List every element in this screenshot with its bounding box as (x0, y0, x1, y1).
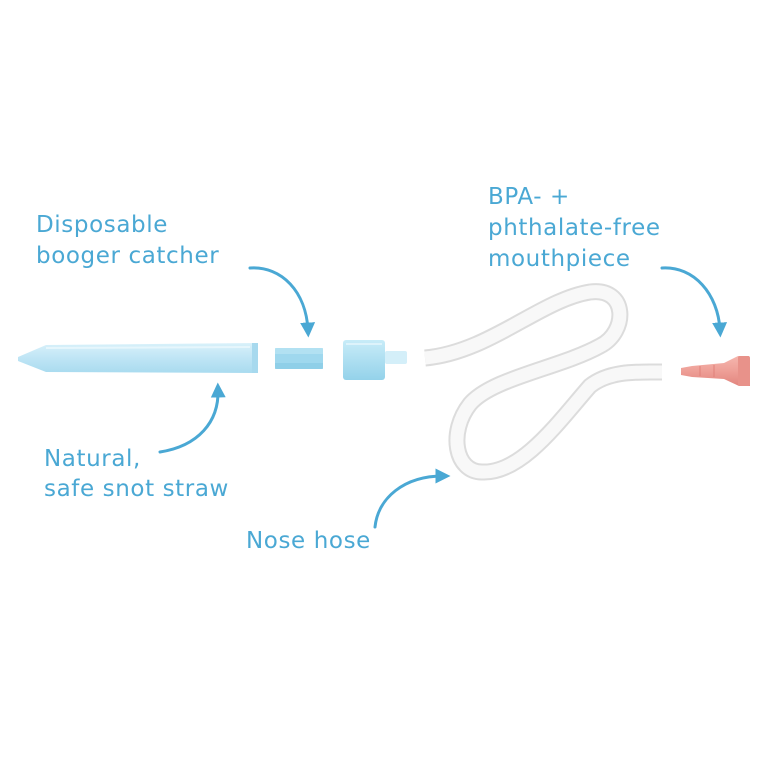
label-line: Nose hose (246, 528, 371, 554)
label-line: safe snot straw (44, 476, 229, 502)
snot-straw (18, 343, 258, 373)
arrow-snot-straw (158, 382, 226, 454)
filter-connector (343, 340, 407, 380)
label-line: phthalate-free (488, 215, 661, 241)
label-line: booger catcher (36, 243, 220, 269)
label-booger-catcher: Disposable booger catcher (36, 210, 219, 272)
mouthpiece (681, 356, 750, 386)
label-line: Natural, (44, 446, 141, 472)
label-snot-straw: Natural, safe snot straw (44, 444, 229, 504)
booger-catcher-filter (275, 348, 323, 369)
arrow-nose-hose (373, 468, 451, 529)
label-mouthpiece: BPA- + phthalate-free mouthpiece (488, 182, 661, 275)
arrow-booger-catcher (248, 266, 316, 338)
label-nose-hose: Nose hose (246, 526, 371, 557)
label-line: BPA- + (488, 184, 570, 210)
nose-hose (423, 283, 663, 481)
arrow-mouthpiece (660, 266, 728, 338)
label-line: Disposable (36, 212, 168, 238)
label-line: mouthpiece (488, 246, 631, 272)
